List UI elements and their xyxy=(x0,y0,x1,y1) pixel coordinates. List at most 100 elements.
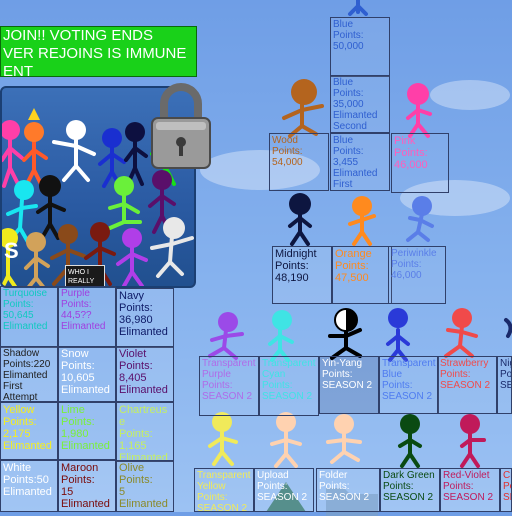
card-line: Elimanted xyxy=(61,321,106,332)
card-line: Snow xyxy=(61,348,89,360)
card-line: Blue xyxy=(333,135,354,146)
card-line: Elimanted xyxy=(333,110,378,121)
card-line: 46,000 xyxy=(394,159,428,171)
card-line: Elimanted xyxy=(333,168,378,179)
card-line: Points: xyxy=(257,481,288,492)
card-line: Maroon xyxy=(61,462,99,474)
card-line: Elimanted xyxy=(61,440,110,452)
card-line: Points: xyxy=(119,302,153,314)
card-line: SEASON 2 xyxy=(382,391,433,402)
card-line: Points: xyxy=(202,380,233,391)
card-line: 48,190 xyxy=(275,272,309,284)
card-line: Transparent xyxy=(202,358,256,369)
arrow-icon xyxy=(266,482,306,512)
card-line: White xyxy=(3,462,32,474)
card-line: SE xyxy=(503,492,511,503)
card-line: Points: xyxy=(322,369,353,380)
card-line: Points:50 xyxy=(3,474,49,486)
card-line: Points: xyxy=(382,380,413,391)
card-line: Lime xyxy=(61,404,85,416)
card-line: Points: xyxy=(333,88,364,99)
card-line: Yellow xyxy=(197,481,226,492)
card-line: Cyan xyxy=(262,369,286,380)
card-line: 50,000 xyxy=(333,41,364,52)
card-line: Elimanted xyxy=(3,486,52,498)
card-line: SEASON 2 xyxy=(262,391,313,402)
card-line: Attempt xyxy=(3,392,38,402)
card-line: Elimanted xyxy=(61,498,110,510)
padlock-icon xyxy=(151,83,211,169)
banner-line-1: JOIN!! VOTING ENDS xyxy=(3,27,154,44)
card-line: Points: xyxy=(61,416,95,428)
card-line: 50,645 xyxy=(3,310,34,321)
card-line: Points: xyxy=(197,492,228,503)
card-line: Wood xyxy=(272,135,298,146)
card-line: Dark Green xyxy=(383,470,435,481)
card-line: 5 xyxy=(119,486,126,498)
card-line: Points: xyxy=(383,481,414,492)
card-line: 35,000 xyxy=(333,99,364,110)
card-line: Points: xyxy=(440,369,471,380)
card-line: Cr xyxy=(503,470,511,481)
card-line: Elimanted xyxy=(119,452,168,462)
card-line: 47,500 xyxy=(335,272,369,284)
card-line: SEASON 2 xyxy=(257,492,308,503)
jail-letter: S xyxy=(4,238,19,263)
card-line: e xyxy=(119,416,126,428)
card-line: Elimanted xyxy=(61,384,110,396)
card-line: Po xyxy=(503,481,511,492)
card-line: Purple xyxy=(61,288,90,299)
card-line: Points: xyxy=(119,428,153,440)
card-line: Chartreus xyxy=(119,404,168,416)
card-line: Points: xyxy=(61,474,95,486)
card-line: Midnight xyxy=(275,248,317,260)
card-line: 10,605 xyxy=(61,372,95,384)
jail-note: WHO I REALLY WANT TO REJOIN xyxy=(65,265,105,286)
card-line: 8,405 xyxy=(119,372,147,384)
cloud xyxy=(200,150,320,190)
cloud xyxy=(430,80,510,110)
card-line: Blue xyxy=(382,369,403,380)
card-line: Elimanted xyxy=(3,440,52,452)
card-line: Poi xyxy=(500,369,512,380)
card-line: Transparent xyxy=(197,470,251,481)
card-line: Elimanted xyxy=(3,370,48,381)
card-line: Second xyxy=(333,121,367,132)
contestant-figures-middle xyxy=(208,308,512,362)
card-line: Points: xyxy=(119,474,153,486)
card-line: Folder xyxy=(319,470,348,481)
card-line: Elimanted xyxy=(119,326,168,338)
contestant-figures-top xyxy=(282,0,434,246)
card-line: Elimanted xyxy=(3,321,48,332)
card-line: Points: xyxy=(61,299,92,310)
card-line: 1,980 xyxy=(61,428,89,440)
card-line: 2,175 xyxy=(3,428,31,440)
card-line: SEASON 2 xyxy=(197,503,248,512)
card-line: 15 xyxy=(61,486,74,498)
contestant-figures-bottom xyxy=(208,412,486,468)
card-night: NigPoiSE xyxy=(497,356,512,414)
card-line: Points: xyxy=(119,360,153,372)
card-line: Points: xyxy=(394,147,428,159)
card-line: Points: xyxy=(275,260,309,272)
card-line: Points: xyxy=(319,481,350,492)
card-line: Yellow xyxy=(3,404,35,416)
card-line: 46,000 xyxy=(391,270,422,281)
card-line: Blue xyxy=(333,77,354,88)
